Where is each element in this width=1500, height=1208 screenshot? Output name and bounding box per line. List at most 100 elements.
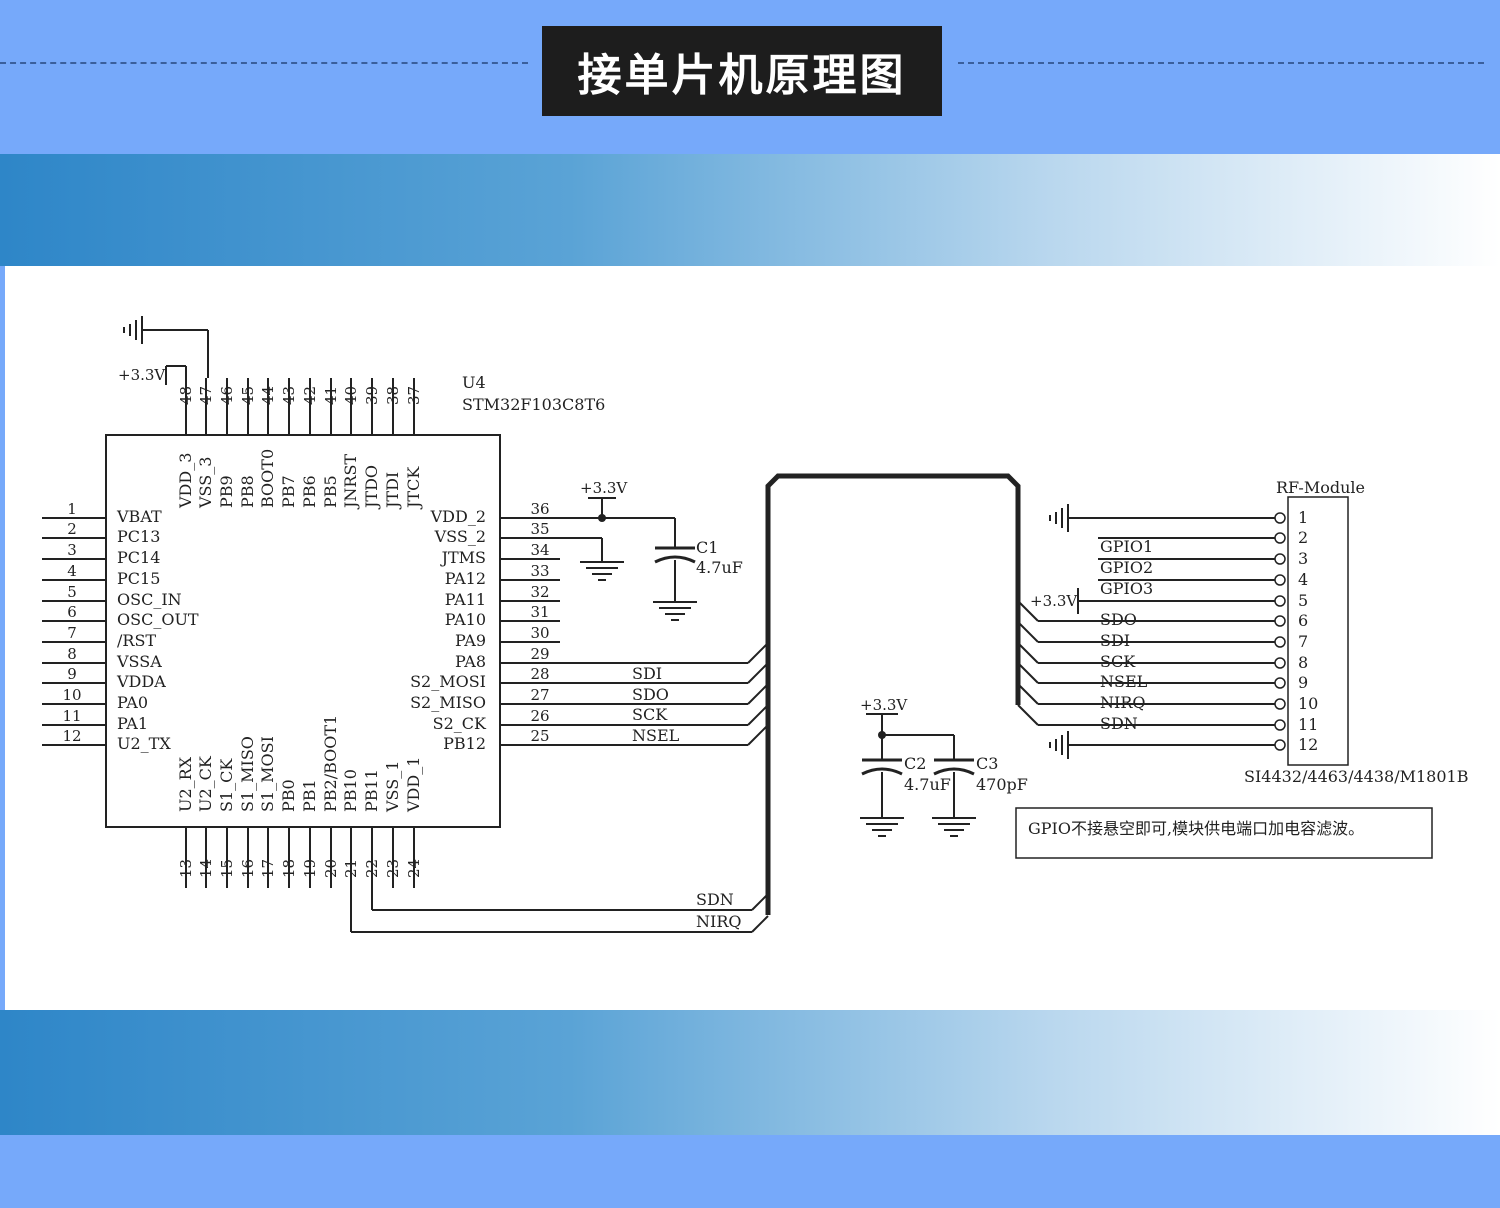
bus-entry-wire <box>1017 621 1039 643</box>
net-label: SCK <box>632 705 668 724</box>
pin-number: 39 <box>363 386 381 405</box>
pin-name: PB7 <box>279 475 298 508</box>
pin-name: PC15 <box>117 569 160 588</box>
pin-number: 3 <box>67 541 77 559</box>
pin-number: 29 <box>530 645 549 663</box>
pin-number: 14 <box>197 859 215 878</box>
pin-number: 38 <box>384 386 402 405</box>
pin-number: 30 <box>530 624 549 642</box>
junction-dot <box>878 731 886 739</box>
pin-number: 6 <box>1298 611 1308 630</box>
bus-entry-wire <box>1017 642 1039 664</box>
pin-name: JTDO <box>362 465 381 510</box>
pin-name: PB11 <box>362 769 381 812</box>
pin-number: 2 <box>67 520 77 538</box>
pin-number: 8 <box>1298 653 1308 672</box>
note-box <box>1015 807 1433 859</box>
pin-number: 5 <box>1298 591 1308 610</box>
pin-name: NIRQ <box>1100 693 1145 712</box>
ground-icon <box>580 561 624 581</box>
connector-pin <box>1274 657 1286 669</box>
cap-ref: C2 <box>904 754 926 773</box>
bus-entry-wire <box>747 704 769 726</box>
ground-icon <box>932 817 976 837</box>
cap-value: 4.7uF <box>904 775 951 794</box>
pin-number: 22 <box>363 859 381 878</box>
pin-name: JTDI <box>383 472 402 510</box>
pin-number: 26 <box>530 707 549 725</box>
connector-pin <box>1274 574 1286 586</box>
page-title: 接单片机原理图 <box>542 26 942 116</box>
pin-name: PB2/BOOT1 <box>321 715 340 812</box>
ground-icon <box>653 601 697 621</box>
pin-name: PA0 <box>117 693 148 712</box>
pin-number: 28 <box>530 665 549 683</box>
cap-ref: C3 <box>976 754 998 773</box>
pin-name: VDD_1 <box>404 757 423 813</box>
mcu-body <box>105 434 501 828</box>
capacitor-plate <box>654 555 696 564</box>
ground-icon <box>1049 731 1069 759</box>
pin-number: 13 <box>177 859 195 878</box>
pin-number: 45 <box>239 386 257 405</box>
bus-entry-wire <box>747 683 769 705</box>
note-text: GPIO不接悬空即可,模块供电端口加电容滤波。 <box>1028 819 1364 838</box>
pin-name: BOOT0 <box>258 449 277 508</box>
pin-number: 36 <box>530 500 549 518</box>
connector-pin <box>1274 677 1286 689</box>
pin-number: 43 <box>280 386 298 405</box>
connector-pin <box>1274 532 1286 544</box>
capacitor-icon <box>654 546 696 564</box>
pin-number: 40 <box>342 386 360 405</box>
pin-name: PA10 <box>445 610 486 629</box>
pin-number: 42 <box>301 386 319 405</box>
page-title-text: 接单片机原理图 <box>577 50 907 101</box>
pin-name: PC14 <box>117 548 160 567</box>
pin-number: 12 <box>1298 735 1318 754</box>
pin-name: GPIO3 <box>1100 579 1153 598</box>
pin-name: PB8 <box>238 475 257 508</box>
ground-icon <box>1049 504 1069 532</box>
pin-name: OSC_OUT <box>117 610 199 629</box>
bus-entry-wire <box>1017 600 1039 622</box>
pin-number: 21 <box>342 859 360 878</box>
pin-number: 4 <box>1298 570 1308 589</box>
pin-number: 15 <box>218 859 236 878</box>
pin-name: VSS_1 <box>383 761 402 813</box>
pin-name: S1_MISO <box>238 736 257 812</box>
pin-number: 35 <box>530 520 549 538</box>
pin-name: PB0 <box>279 779 298 812</box>
pin-name: S2_MOSI <box>410 672 486 691</box>
connector-pin <box>1274 595 1286 607</box>
connector-pin <box>1274 698 1286 710</box>
pin-name: SDO <box>1100 610 1137 629</box>
pin-name: S2_CK <box>433 714 487 733</box>
pin-name: JNRST <box>341 454 360 510</box>
module-title: RF-Module <box>1276 478 1365 497</box>
pin-name: VDD_2 <box>430 507 486 526</box>
pin-name: PB9 <box>217 475 236 508</box>
pin-number: 11 <box>62 707 81 725</box>
pin-name: NSEL <box>1100 672 1148 691</box>
pin-name: PC13 <box>117 527 160 546</box>
pin-number: 19 <box>301 859 319 878</box>
vcc-label: +3.3V <box>580 479 628 497</box>
pin-number: 23 <box>384 859 402 878</box>
pin-name: GPIO1 <box>1100 537 1153 556</box>
pin-name: PA9 <box>455 631 486 650</box>
vcc-label: +3.3V <box>860 696 908 714</box>
pin-name: SDN <box>1100 714 1138 733</box>
pin-name: S1_MOSI <box>258 736 277 812</box>
module-body <box>1287 496 1349 766</box>
vcc-label: +3.3V <box>118 366 166 384</box>
pin-number: 48 <box>177 386 195 405</box>
pin-number: 10 <box>1298 694 1318 713</box>
bus-entry-wire <box>751 915 769 933</box>
connector-pin <box>1274 636 1286 648</box>
header-divider-left <box>0 62 528 64</box>
pin-name: PB6 <box>300 475 319 508</box>
cap-ref: C1 <box>696 538 718 557</box>
pin-name: SDI <box>1100 631 1130 650</box>
pin-name: PB10 <box>341 769 360 812</box>
